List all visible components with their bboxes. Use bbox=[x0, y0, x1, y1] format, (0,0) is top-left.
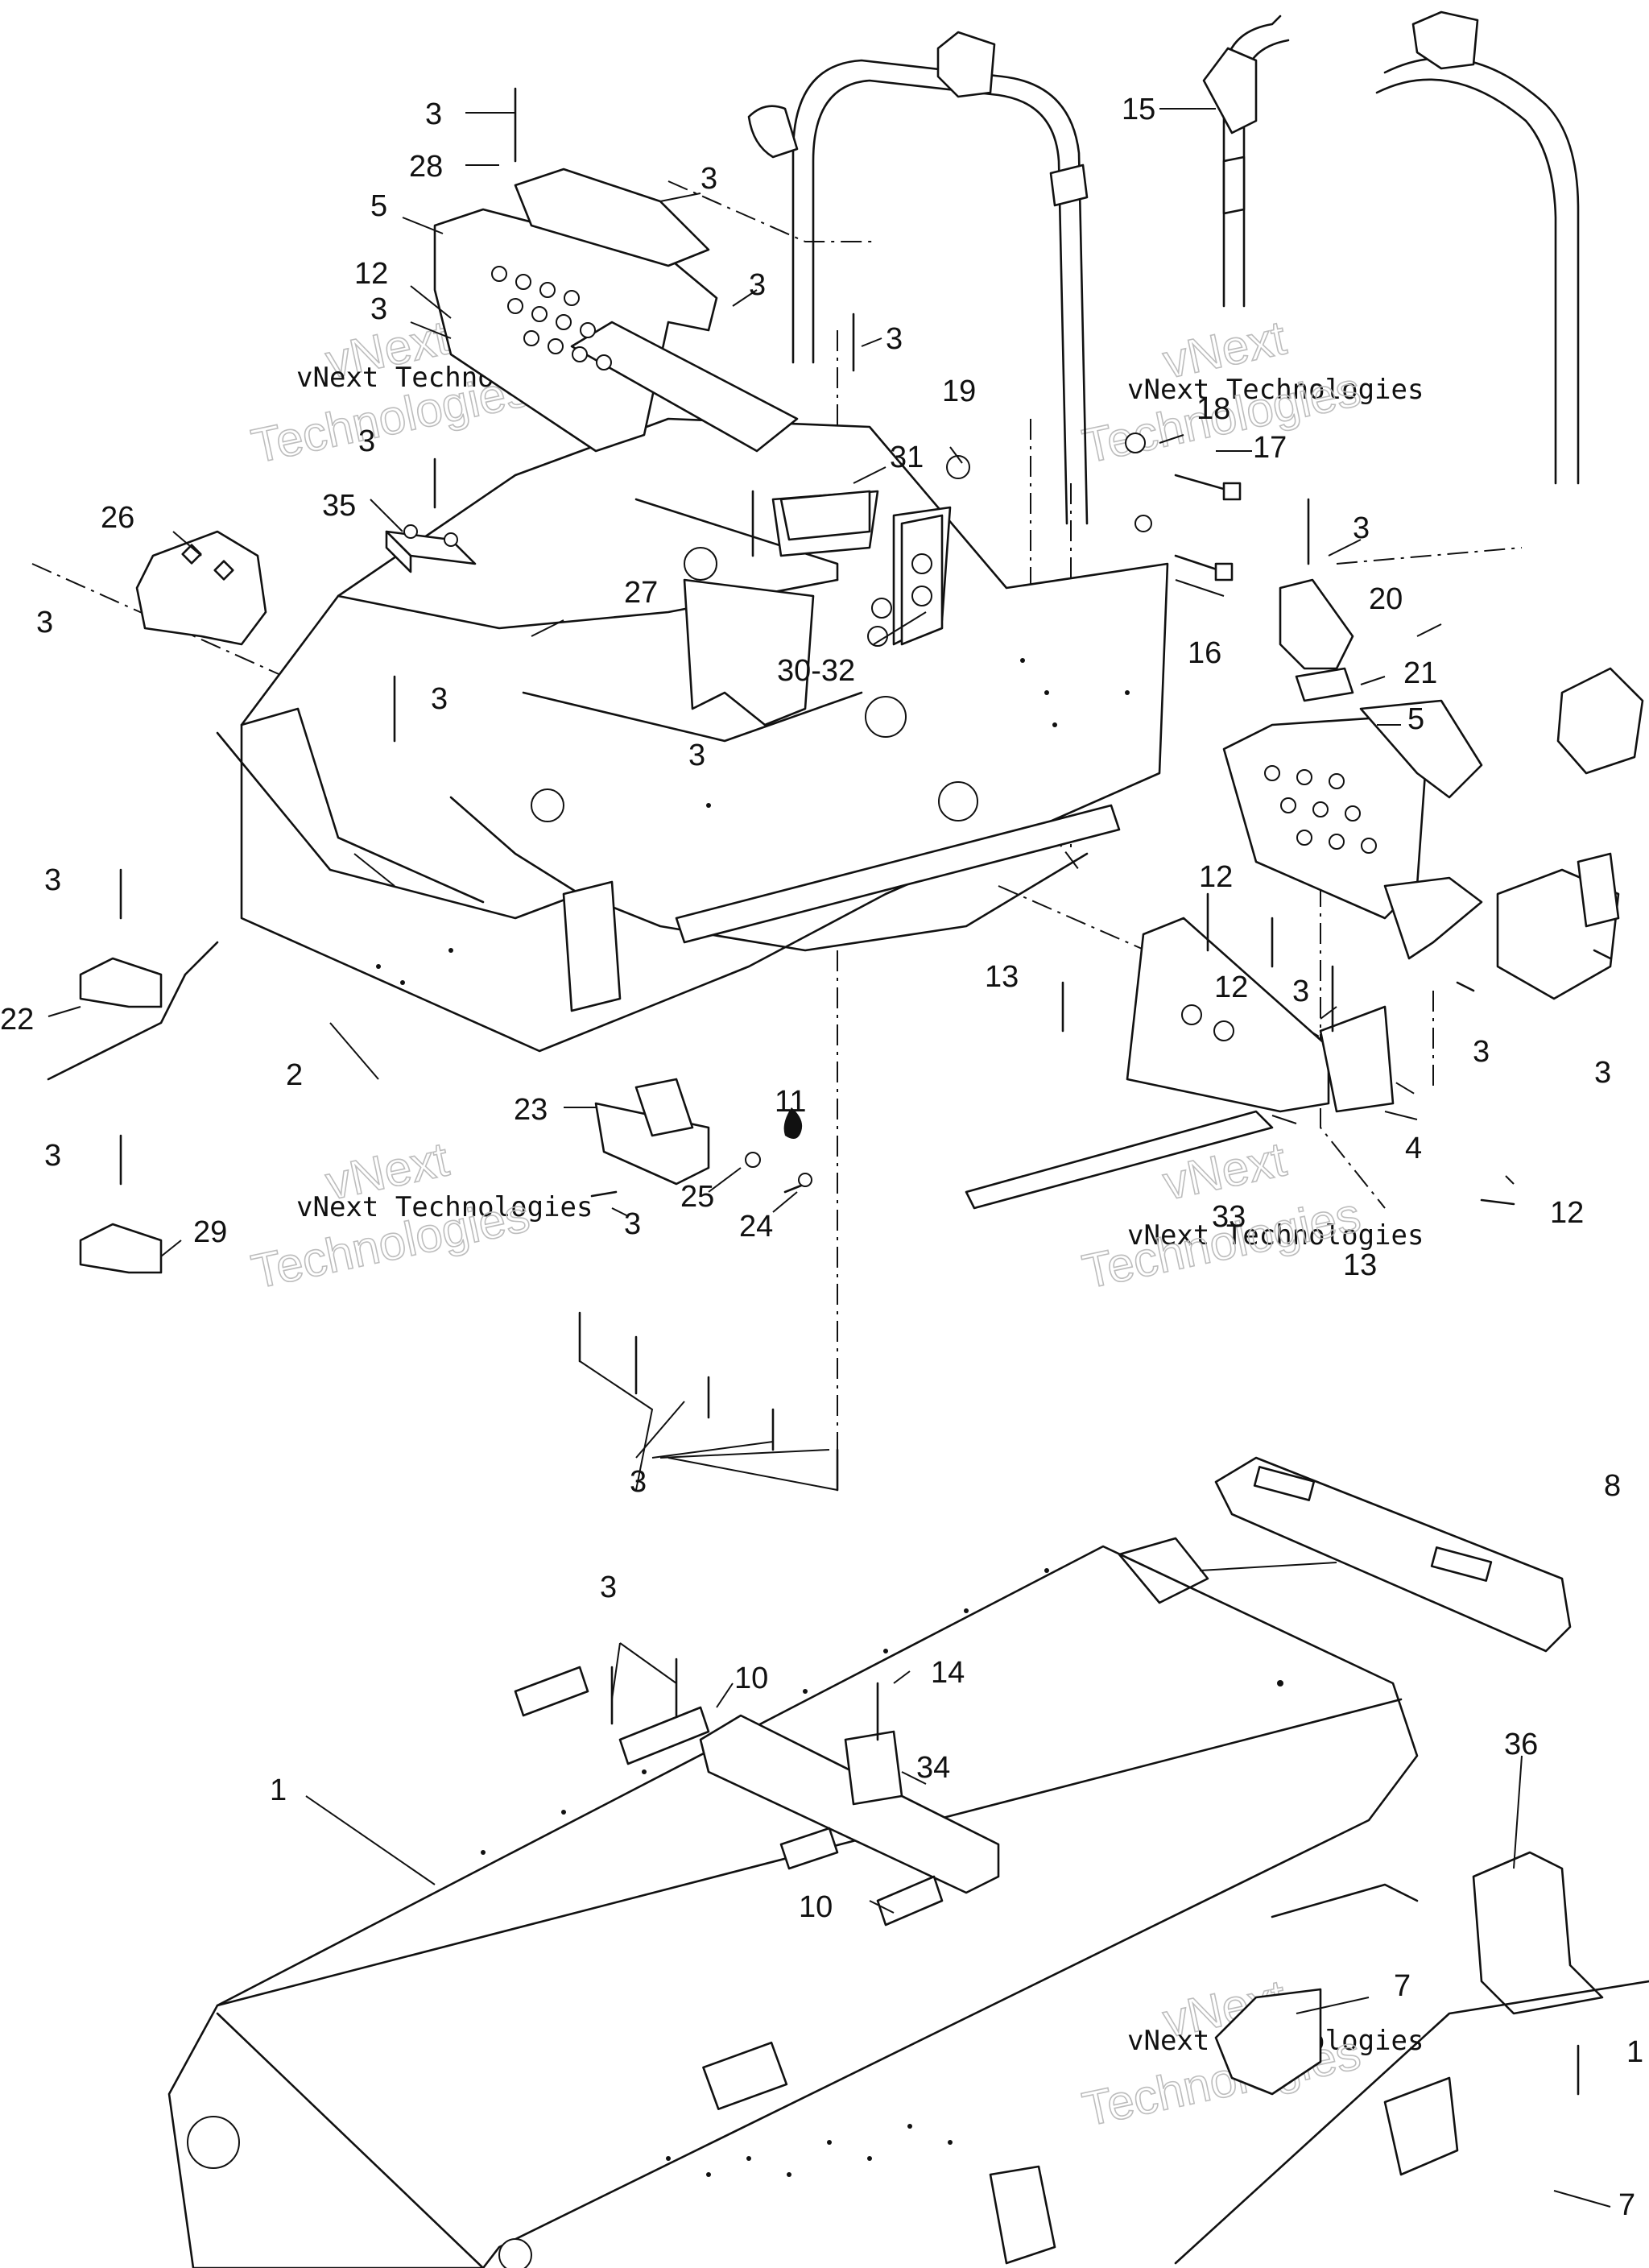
callout-3: 3 bbox=[701, 162, 717, 196]
callout-3: 3 bbox=[431, 682, 448, 716]
callout-23: 23 bbox=[514, 1093, 548, 1127]
callout-26: 26 bbox=[101, 501, 134, 535]
heel-guard-part-5-right bbox=[1222, 699, 1483, 960]
plate-part-30-32 bbox=[900, 514, 944, 646]
callout-3: 3 bbox=[688, 739, 705, 772]
plate-part-21 bbox=[1295, 667, 1354, 702]
main-frame-part-2 bbox=[216, 417, 1169, 1053]
block-part-35 bbox=[385, 524, 477, 573]
callout-34: 34 bbox=[916, 1751, 950, 1785]
callout-1: 1 bbox=[1626, 2035, 1643, 2069]
tunnel-part-1 bbox=[167, 1537, 1419, 2268]
callout-4: 4 bbox=[1405, 1132, 1422, 1165]
callout-16: 16 bbox=[1188, 636, 1221, 670]
bracket-part-26 bbox=[135, 530, 267, 646]
callout-19: 19 bbox=[942, 375, 976, 408]
callout-31: 31 bbox=[890, 441, 924, 474]
callout-3: 3 bbox=[370, 292, 387, 326]
callout-3: 3 bbox=[358, 424, 375, 458]
callout-3: 3 bbox=[1473, 1035, 1490, 1069]
fastener-pins bbox=[119, 87, 1612, 2096]
plate-part-8 bbox=[1214, 1456, 1572, 1653]
nut-part-19 bbox=[946, 455, 970, 479]
rail-part-7 bbox=[1174, 1883, 1649, 2265]
watermark-top-right: vNext vNext Technologies Technologies bbox=[1077, 309, 1424, 474]
watermark-caption-text: vNext Technologies bbox=[296, 1191, 593, 1223]
watermark-mid-left: vNext vNext Technologies Technologies bbox=[246, 1131, 593, 1299]
callout-11: 11 bbox=[775, 1085, 806, 1119]
clip-part-29 bbox=[79, 1223, 163, 1274]
callout-2: 2 bbox=[286, 1058, 303, 1092]
bracket-part-20 bbox=[1279, 578, 1354, 670]
roll-bar-part-15 bbox=[747, 10, 1580, 525]
heel-guard-part-5-left bbox=[433, 168, 799, 453]
washer-part-25 bbox=[745, 1152, 761, 1168]
callout-1: 1 bbox=[270, 1773, 287, 1807]
callout-33: 33 bbox=[1212, 1200, 1246, 1234]
watermark-caption-text: vNext Technologies bbox=[1127, 1219, 1424, 1252]
callout-3: 3 bbox=[749, 268, 766, 302]
callout-3: 3 bbox=[1353, 511, 1370, 545]
callout-17: 17 bbox=[1253, 431, 1287, 465]
callout-3: 3 bbox=[624, 1207, 641, 1241]
callout-3: 3 bbox=[425, 97, 442, 131]
plate-part-31 bbox=[779, 490, 871, 541]
callout-5: 5 bbox=[1407, 702, 1424, 736]
bracket-part-4 bbox=[965, 917, 1395, 1210]
callout-35: 35 bbox=[322, 489, 356, 523]
callout-30-32: 30-32 bbox=[777, 654, 855, 688]
callout-13: 13 bbox=[985, 960, 1019, 994]
callout-24: 24 bbox=[739, 1210, 773, 1244]
callout-18: 18 bbox=[1196, 392, 1230, 426]
callout-3: 3 bbox=[44, 863, 61, 897]
callout-29: 29 bbox=[193, 1215, 227, 1249]
callout-15: 15 bbox=[1122, 93, 1155, 126]
bolt-part-24 bbox=[783, 1173, 812, 1194]
callout-20: 20 bbox=[1369, 582, 1403, 616]
callout-7: 7 bbox=[1394, 1969, 1411, 2003]
callout-28: 28 bbox=[409, 150, 443, 184]
callout-27: 27 bbox=[624, 576, 658, 610]
callout-3: 3 bbox=[44, 1139, 61, 1173]
callout-8: 8 bbox=[1604, 1469, 1621, 1503]
callout-labels: 3 28 5 3 12 3 3 3 15 19 18 17 31 3 35 26… bbox=[0, 93, 1643, 2222]
callout-3: 3 bbox=[630, 1465, 647, 1499]
callout-5: 5 bbox=[370, 189, 387, 223]
callout-12: 12 bbox=[1214, 971, 1248, 1004]
bolt-part-16 bbox=[1134, 515, 1234, 581]
bolt-part-17 bbox=[1125, 432, 1242, 501]
callout-12: 12 bbox=[1550, 1196, 1584, 1230]
leader-lines bbox=[48, 108, 1611, 2208]
glue-part-11 bbox=[783, 1107, 803, 1139]
brace-part-34 bbox=[699, 1714, 1000, 1894]
callout-21: 21 bbox=[1403, 656, 1437, 690]
clip-part-22 bbox=[47, 941, 219, 1081]
callout-7: 7 bbox=[1618, 2188, 1635, 2222]
guard-part-36 bbox=[1472, 1851, 1604, 2015]
clamp-parts-right bbox=[1496, 667, 1644, 1000]
hinge-part-23 bbox=[594, 1078, 710, 1186]
plate-part-10-upper bbox=[514, 1666, 710, 1765]
callout-22: 22 bbox=[0, 1003, 34, 1037]
callout-12: 12 bbox=[1199, 860, 1233, 894]
watermark-caption-text: vNext Technologies bbox=[1127, 374, 1424, 406]
callout-3: 3 bbox=[886, 322, 903, 356]
callout-3: 3 bbox=[1292, 975, 1309, 1008]
callout-12: 12 bbox=[354, 257, 388, 291]
callout-3: 3 bbox=[1594, 1056, 1611, 1090]
callout-13: 13 bbox=[1343, 1248, 1377, 1282]
callout-36: 36 bbox=[1504, 1728, 1538, 1761]
callout-10: 10 bbox=[799, 1890, 833, 1924]
callout-10: 10 bbox=[734, 1662, 768, 1695]
callout-3: 3 bbox=[600, 1571, 617, 1604]
callout-3: 3 bbox=[36, 606, 53, 639]
callout-14: 14 bbox=[931, 1656, 965, 1690]
callout-25: 25 bbox=[680, 1180, 714, 1214]
